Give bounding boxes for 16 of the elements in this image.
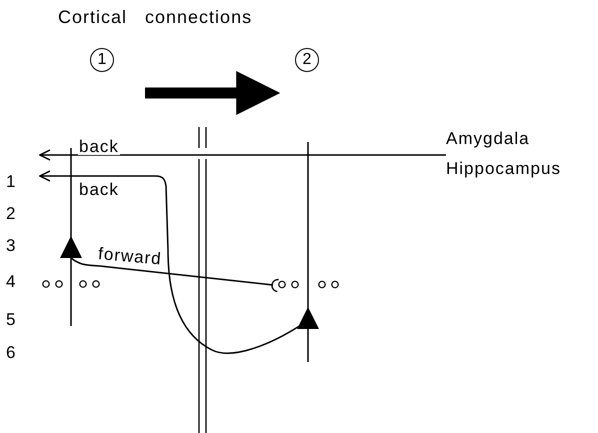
edge-label: back: [78, 138, 120, 155]
region-label: Hippocampus: [446, 160, 561, 177]
layer-number: 3: [6, 237, 16, 254]
circled-number: 1: [90, 48, 114, 72]
layer-number: 2: [6, 205, 16, 222]
direction-arrow: [145, 71, 280, 115]
layer-number: 5: [6, 311, 16, 328]
arrow: [39, 149, 446, 161]
layer-number: 6: [6, 344, 16, 361]
region-label: Amygdala: [446, 130, 530, 147]
title: Cortical connections: [58, 8, 252, 26]
layer-number: 1: [6, 173, 16, 190]
edge-label: back: [78, 181, 120, 198]
circled-number: 2: [295, 48, 319, 72]
axon-line: [70, 257, 280, 292]
layer-number: 4: [6, 273, 16, 290]
